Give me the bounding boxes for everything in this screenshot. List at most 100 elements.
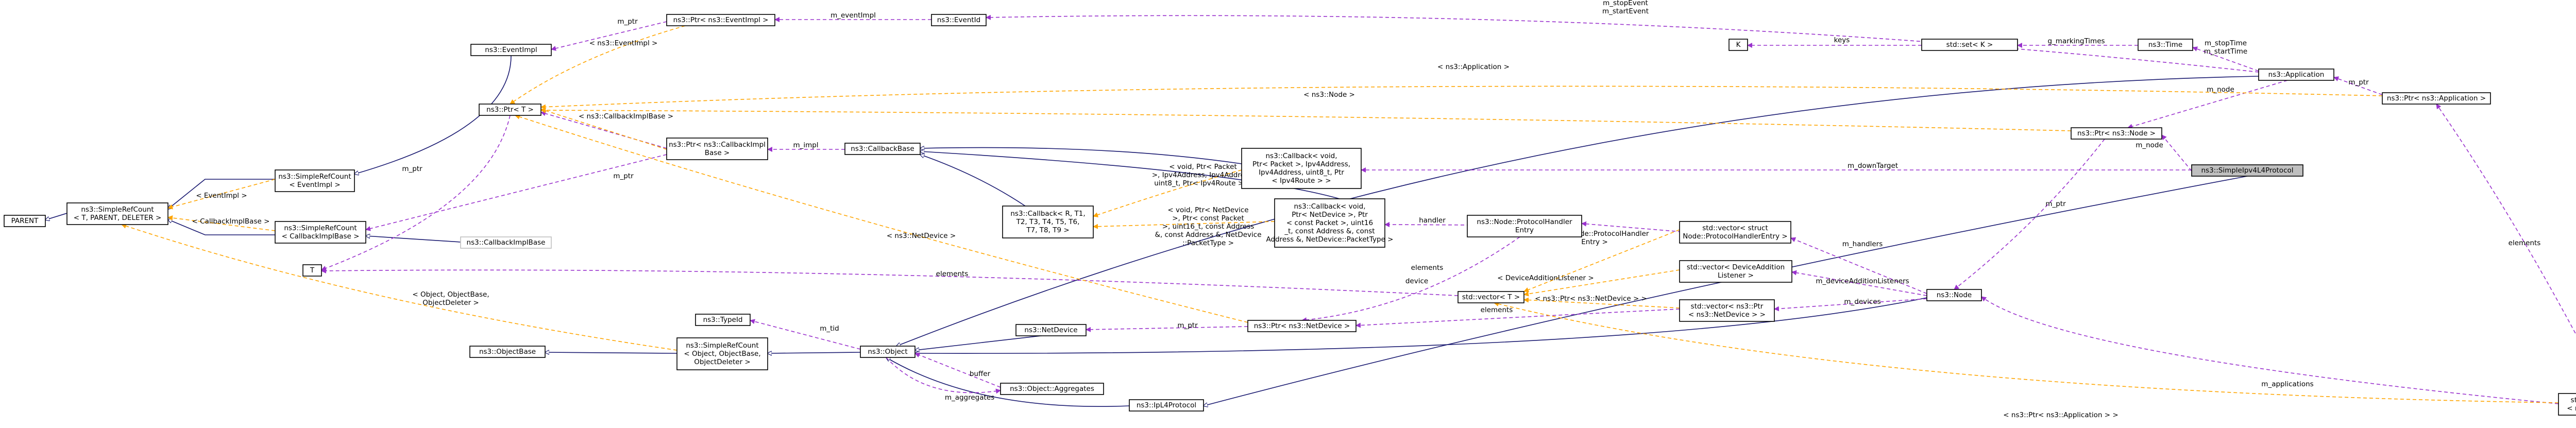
node-label: ns3::Application <box>2268 71 2325 79</box>
edge-tmpl-simplerefcount-object <box>121 224 677 351</box>
class-node-ptr-eventimpl[interactable]: ns3::Ptr< ns3::EventImpl > <box>666 14 775 26</box>
node-label: std::vector< ns3::Ptr< ns3::Application … <box>2567 396 2576 413</box>
text-line: < void, Ptr< Packet <box>1169 163 1237 171</box>
node-box <box>1679 299 1775 322</box>
text-line: ns3::EventImpl <box>485 46 537 54</box>
class-node-application[interactable]: ns3::Application <box>2258 69 2334 81</box>
node-box <box>1926 289 1982 301</box>
edge-tmpl-simplerefcount-callbackimpl <box>167 215 276 231</box>
class-node-ptr-t[interactable]: ns3::Ptr< T > <box>479 104 541 116</box>
node-box <box>2558 393 2576 416</box>
class-node-simplerefcount-object[interactable]: ns3::SimpleRefCount< Object, ObjectBase,… <box>676 337 768 370</box>
text-line: < ns3::CallbackImplBase > <box>579 112 673 121</box>
edge-label-tmpl-ns3-application: < ns3::Application > <box>1437 63 1510 71</box>
node-box <box>1002 206 1094 238</box>
edge-label-m-tid: m_tid <box>820 324 839 333</box>
edge-label-keys: keys <box>1834 36 1850 44</box>
class-node-callback-ipv4[interactable]: ns3::Callback< void,Ptr< Packet >, Ipv4A… <box>1241 148 1362 189</box>
text-line: ns3::Ptr< ns3::CallbackImpl <box>669 141 766 149</box>
edge-label-elements-phe: elements <box>1411 264 1444 272</box>
edge-tmpl-ptr-eventimpl <box>510 25 686 105</box>
edge-label-tmpl-eventimpl: < EventImpl > <box>196 192 247 200</box>
class-node-simpleipv4l4protocol[interactable]: ns3::SimpleIpv4L4Protocol <box>2191 164 2303 177</box>
edge-application-to-eventid <box>986 14 2259 73</box>
edge-label-tmpl-dal: < DeviceAdditionListener > <box>1497 274 1594 282</box>
text-line: ns3::TypeId <box>703 316 743 324</box>
node-box <box>860 346 916 358</box>
node-box <box>1247 320 1357 332</box>
class-node-callback-generic[interactable]: ns3::Callback< R, T1,T2, T3, T4, T5, T6,… <box>1002 206 1094 238</box>
class-node-callbackimplbase[interactable]: ns3::CallbackImplBase <box>460 236 552 249</box>
node-label: ns3::Object <box>868 348 907 356</box>
class-node-vector-t[interactable]: std::vector< T > <box>1458 291 1524 303</box>
node-label: PARENT <box>11 217 39 225</box>
class-node-aggregates[interactable]: ns3::Object::Aggregates <box>1000 383 1104 395</box>
edge-callback-netdevice-to-callbackbase <box>920 151 1340 199</box>
node-label: ns3::CallbackImplBase <box>467 238 546 247</box>
text-line: < Ipv4Route > > <box>1272 177 1331 185</box>
node-box <box>302 264 322 277</box>
class-node-vector-ptr-application[interactable]: std::vector< ns3::Ptr< ns3::Application … <box>2558 393 2576 416</box>
node-box <box>695 314 751 326</box>
class-node-netdevice[interactable]: ns3::NetDevice <box>1015 324 1087 336</box>
edge-vector-phe-to-phe <box>1581 221 1682 232</box>
edge-callbackimplbase-to-simplerefcount <box>366 236 461 243</box>
class-node-callbackbase[interactable]: ns3::CallbackBase <box>844 143 921 155</box>
class-node-eventid[interactable]: ns3::EventId <box>931 14 987 26</box>
text-line: < EventImpl > <box>196 192 247 200</box>
class-node-t[interactable]: T <box>302 264 322 277</box>
edge-node-to-vector-ptr-netdevice <box>1774 298 1927 312</box>
text-line: ns3::Ptr< ns3::Node > <box>2077 129 2156 138</box>
node-label: ns3::Ptr< ns3::Application > <box>2387 94 2486 102</box>
class-node-typeid[interactable]: ns3::TypeId <box>695 314 751 326</box>
class-node-k[interactable]: K <box>1728 39 1748 51</box>
text-line: ns3::SimpleRefCount <box>686 341 758 350</box>
class-node-ptr-netdevice[interactable]: ns3::Ptr< ns3::NetDevice > <box>1247 320 1357 332</box>
text-line: m_handlers <box>1842 240 1883 248</box>
node-box <box>1241 148 1362 189</box>
node-label: ns3::EventImpl <box>485 46 537 54</box>
class-node-callback-netdevice[interactable]: ns3::Callback< void,Ptr< NetDevice >, Pt… <box>1266 198 1394 248</box>
edge-label-m-ptr-t: m_ptr <box>402 165 422 173</box>
class-node-node[interactable]: ns3::Node <box>1926 289 1982 301</box>
class-node-simplerefcount-eventimpl[interactable]: ns3::SimpleRefCount< EventImpl > <box>275 169 355 192</box>
edge-application-to-time <box>2192 46 2259 72</box>
class-node-ptr-application[interactable]: ns3::Ptr< ns3::Application > <box>2382 92 2491 105</box>
text-line: std::vector< T > <box>1462 293 1520 301</box>
text-line: Ipv4Address, uint8_t, Ptr <box>1259 168 1344 177</box>
class-node-time[interactable]: ns3::Time <box>2138 39 2193 51</box>
edge-label-device: device <box>1405 277 1428 285</box>
node-box <box>2191 164 2303 177</box>
class-node-simplerefcount-callbackimpl[interactable]: ns3::SimpleRefCount< CallbackImplBase > <box>275 221 366 244</box>
node-label: ns3::Time <box>2148 41 2182 49</box>
node-box <box>2138 39 2193 51</box>
edge-eventimpl-to-simplerefcount <box>354 55 512 174</box>
edge-label-g-markingtimes: g_markingTimes <box>2047 37 2105 45</box>
class-node-eventimpl[interactable]: ns3::EventImpl <box>470 44 552 56</box>
edge-tmpl-vector-ptr-application <box>1494 301 2559 403</box>
node-label: T <box>310 266 315 275</box>
edge-vector-app-to-ptr-application <box>2436 104 2576 336</box>
edge-tmpl-vector-dal <box>1523 269 1680 297</box>
edge-label-m-node-app: m_node <box>2207 85 2234 94</box>
edge-label-tmpl-ns3-netdevice: < ns3::NetDevice > <box>887 232 956 240</box>
class-node-objectbase[interactable]: ns3::ObjectBase <box>469 346 546 358</box>
class-node-object[interactable]: ns3::Object <box>860 346 916 358</box>
class-node-parent[interactable]: PARENT <box>4 215 46 227</box>
text-line: m_ptr <box>1177 321 1198 330</box>
class-node-ptr-node[interactable]: ns3::Ptr< ns3::Node > <box>2071 127 2162 140</box>
class-node-simplerefcount-generic[interactable]: ns3::SimpleRefCount< T, PARENT, DELETER … <box>66 202 168 225</box>
node-label: std::set< K > <box>1946 41 1993 49</box>
edge-label-m-node-simple: m_node <box>2136 141 2163 149</box>
edge-label-m-ptr-app: m_ptr <box>2348 78 2369 87</box>
class-node-set-k[interactable]: std::set< K > <box>1921 39 2018 51</box>
class-node-vector-ptr-netdevice[interactable]: std::vector< ns3::Ptr< ns3::NetDevice > … <box>1679 299 1775 322</box>
class-node-ipl4protocol[interactable]: ns3::IpL4Protocol <box>1129 399 1204 412</box>
text-line: ns3::Time <box>2148 41 2182 49</box>
